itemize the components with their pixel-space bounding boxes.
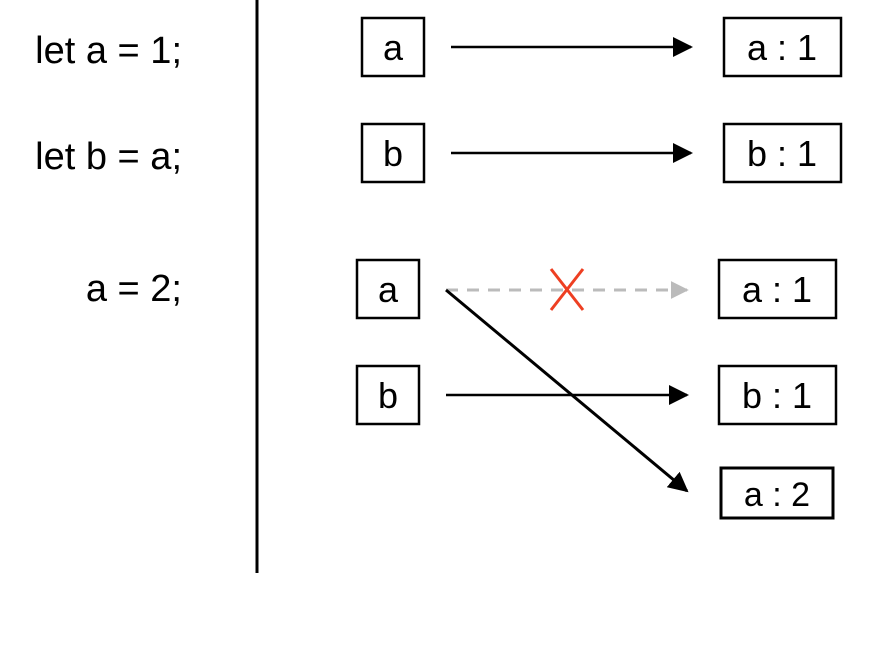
value-label-b-1-step3: b : 1 bbox=[742, 375, 812, 416]
variable-label-b-step3: b bbox=[378, 375, 398, 416]
variable-box-b bbox=[360, 122, 426, 184]
value-box-a-1 bbox=[722, 16, 843, 78]
value-box-a-2 bbox=[719, 466, 835, 520]
variable-box-b-step3 bbox=[355, 364, 421, 426]
step-3: a a : 1 b b : 1 a : 2 bbox=[355, 258, 838, 520]
variable-label-a-reassigned: a bbox=[378, 269, 399, 310]
value-box-a-1-old bbox=[717, 258, 838, 320]
step-2: b b : 1 bbox=[360, 122, 843, 184]
code-line-1: let a = 1; bbox=[35, 30, 182, 72]
code-line-3: a = 2; bbox=[86, 268, 182, 310]
variable-box-a bbox=[360, 16, 426, 78]
value-label-a-2: a : 2 bbox=[744, 476, 810, 514]
variable-label-a: a bbox=[383, 27, 404, 68]
cross-icon bbox=[549, 268, 585, 311]
value-label-b-1: b : 1 bbox=[747, 133, 817, 174]
variable-label-b: b bbox=[383, 133, 403, 174]
new-reference-arrow-a bbox=[445, 288, 689, 493]
value-box-b-1 bbox=[722, 122, 843, 184]
code-line-2: let b = a; bbox=[35, 136, 182, 178]
value-box-b-1-step3 bbox=[717, 364, 838, 426]
step-1: a a : 1 bbox=[360, 16, 843, 78]
value-label-a-1-old: a : 1 bbox=[742, 269, 812, 310]
value-label-a-1: a : 1 bbox=[747, 27, 817, 68]
variable-box-a-reassigned bbox=[355, 258, 421, 320]
